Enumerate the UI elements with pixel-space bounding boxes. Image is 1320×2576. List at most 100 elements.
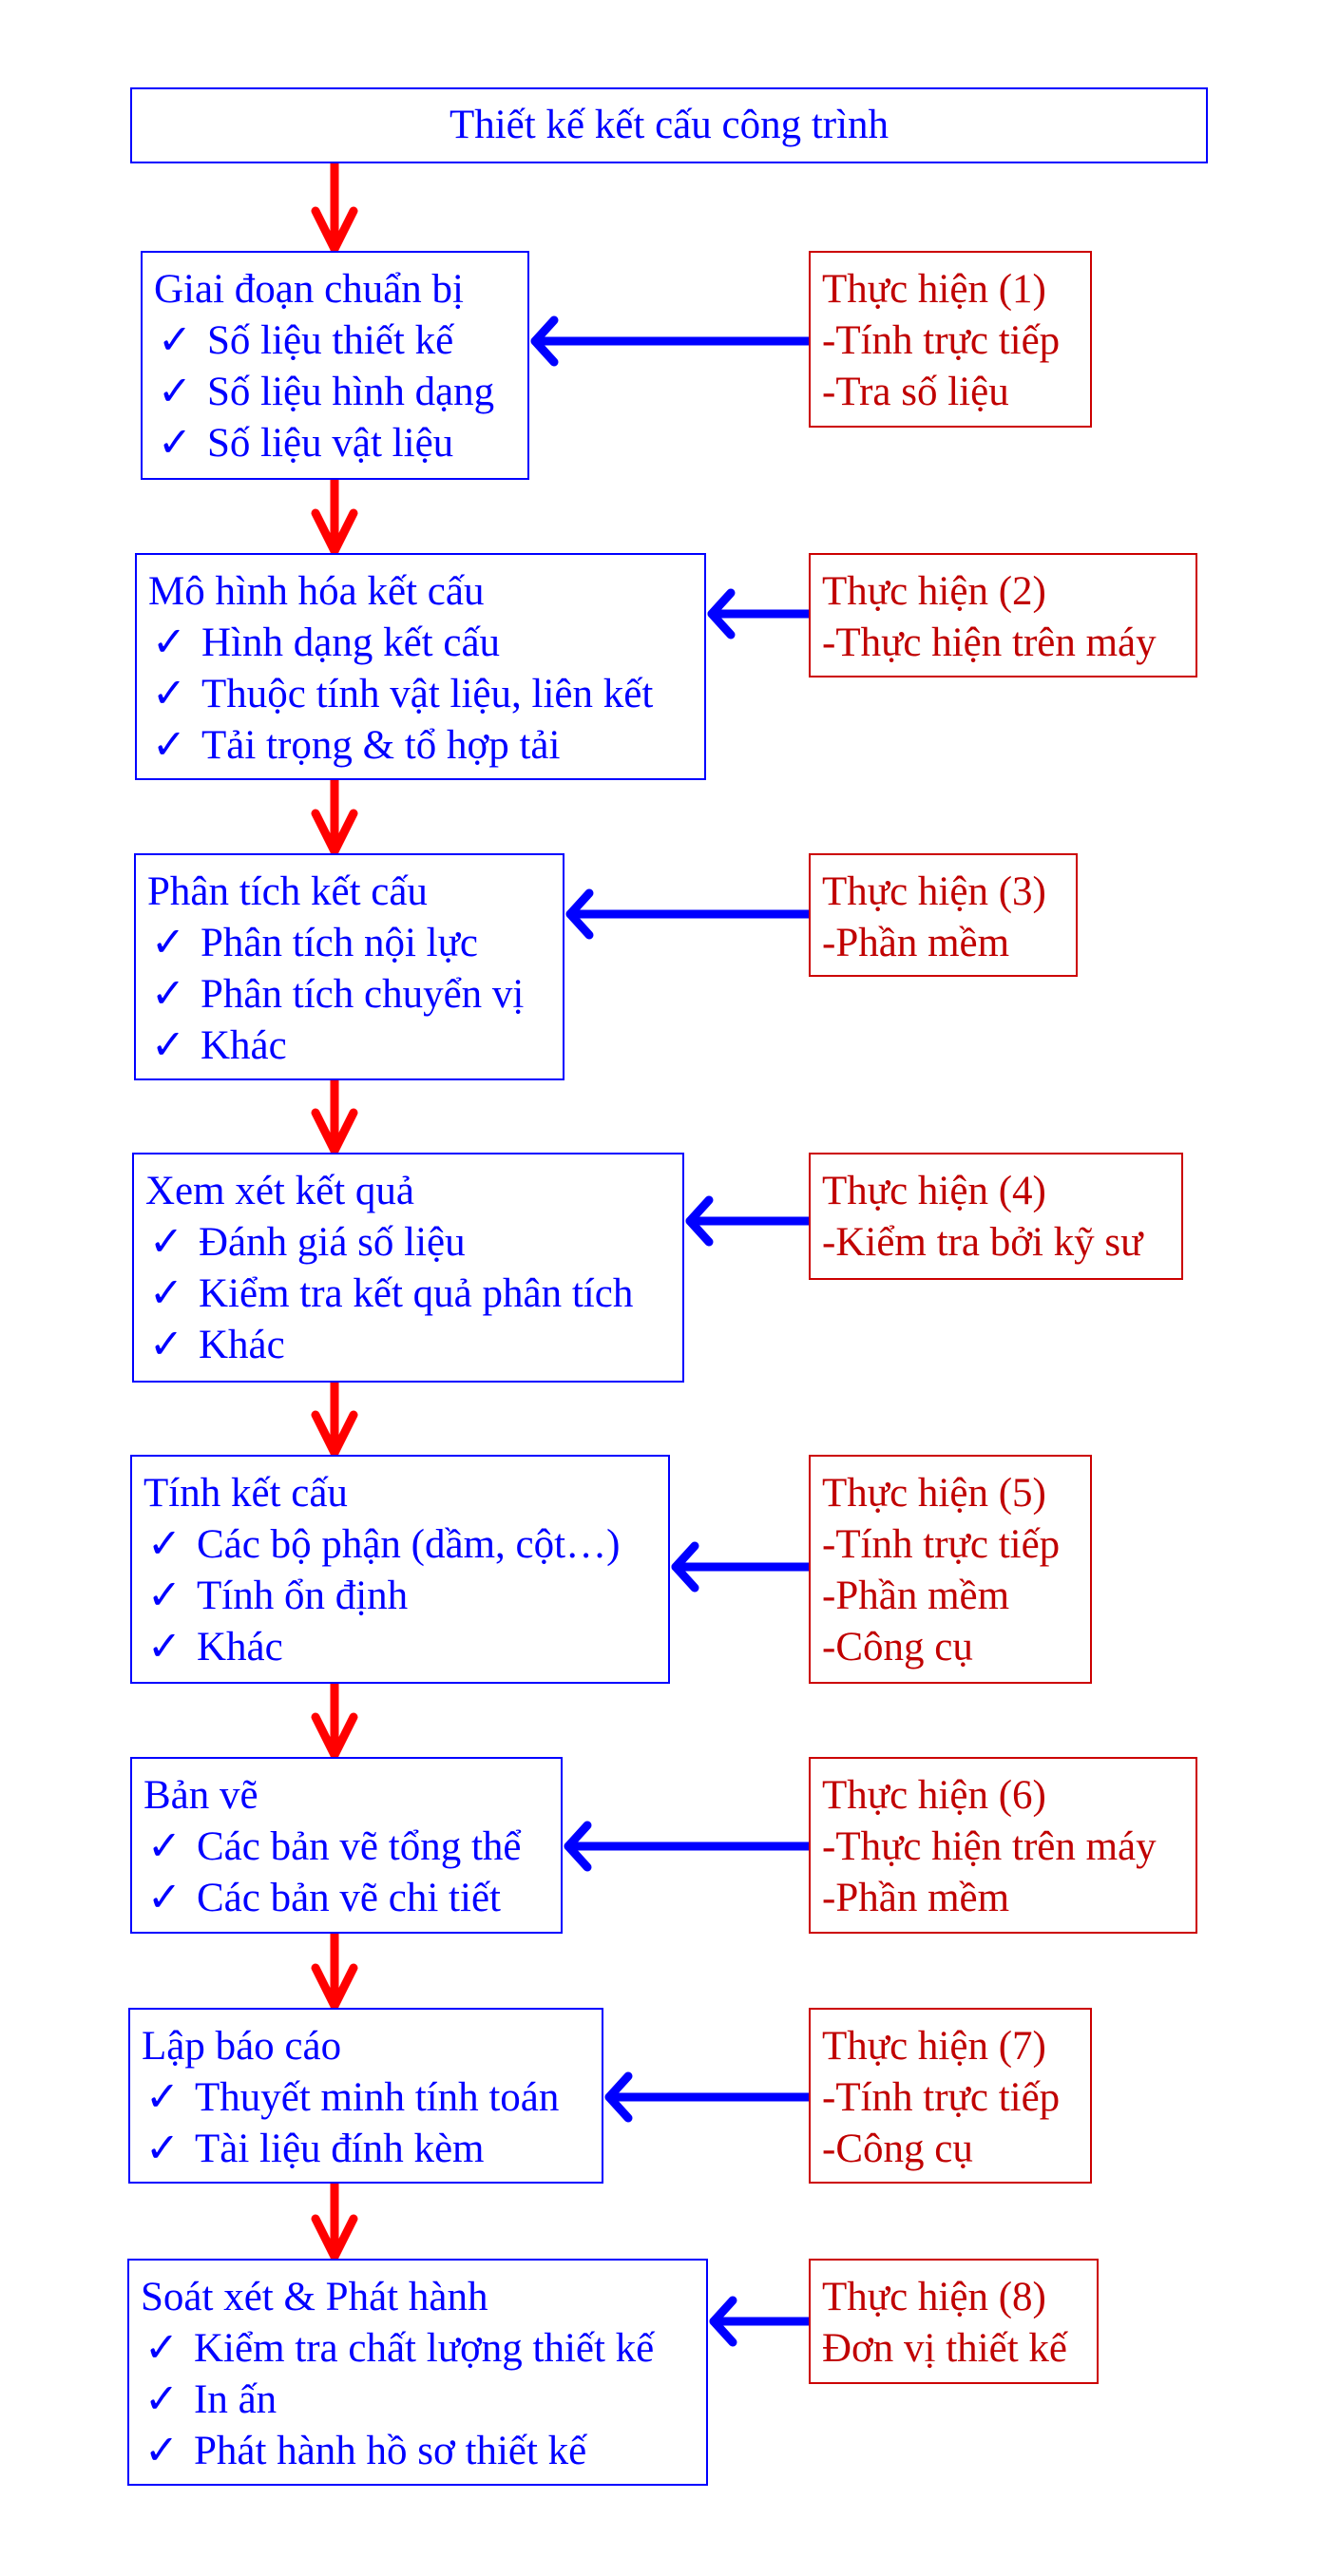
stage-item: ✓ Phân tích nội lực	[147, 918, 563, 969]
stage-box: Giai đoạn chuẩn bị✓Số liệu thiết kế✓Số l…	[141, 251, 529, 480]
stage-item-label: Phân tích chuyển vị	[201, 972, 525, 1017]
execution-heading: Thực hiện (7)	[822, 2024, 1046, 2069]
check-icon: ✓	[147, 1824, 182, 1869]
execution-line: -Tính trực tiếp	[822, 2075, 1061, 2120]
stage-item-label: Thuộc tính vật liệu, liên kết	[201, 672, 654, 716]
link-arrow-head	[685, 1195, 714, 1247]
execution-line: -Kiểm tra bởi kỹ sư	[822, 1220, 1143, 1265]
check-icon: ✓	[149, 1271, 184, 1316]
check-icon: ✓	[145, 2075, 181, 2120]
stage-item-label: Khác	[197, 1625, 283, 1670]
stage-box: Mô hình hóa kết cấu✓Hình dạng kết cấu✓Th…	[135, 553, 706, 780]
stage-item: ✓ Các bản vẽ tổng thể	[143, 1822, 561, 1873]
stage-item: ✓ Kiểm tra chất lượng thiết kế	[141, 2323, 706, 2375]
stage-item: ✓Số liệu hình dạng	[154, 367, 527, 418]
check-icon: ✓	[147, 1574, 182, 1618]
link-arrow-head	[530, 315, 559, 367]
link-arrow-head	[709, 2296, 737, 2347]
stage-item: ✓ Khác	[143, 1622, 668, 1673]
stage-item-label: Khác	[199, 1323, 285, 1367]
stage-item: ✓Tải trọng & tổ hợp tải	[148, 720, 704, 772]
execution-line: -Tra số liệu	[822, 370, 1009, 414]
stage-item: ✓Các bản vẽ chi tiết	[143, 1873, 561, 1924]
execution-box: Thực hiện (7)-Tính trực tiếp-Công cụ	[809, 2008, 1092, 2184]
execution-line: -Tính trực tiếp	[822, 318, 1061, 363]
check-icon: ✓	[144, 2326, 180, 2371]
stage-box: Tính kết cấu ✓ Các bộ phận (dầm, cột…) ✓ Tín…	[130, 1455, 670, 1684]
execution-line: -Tính trực tiếp	[822, 1522, 1061, 1567]
check-icon: ✓	[151, 1023, 186, 1068]
flow-arrow-head	[311, 206, 358, 254]
check-icon: ✓	[151, 972, 186, 1017]
stage-item-label: Kiểm tra kết quả phân tích	[199, 1271, 634, 1316]
check-icon: ✓	[152, 620, 187, 665]
flow-arrow-head	[311, 1108, 358, 1155]
link-arrow-head	[564, 1821, 592, 1872]
execution-line: -Thực hiện trên máy	[822, 620, 1157, 665]
link-arrow-head	[565, 888, 594, 940]
stage-item: ✓ Kiểm tra kết quả phân tích	[145, 1269, 682, 1320]
stage-box: Phân tích kết cấu ✓ Phân tích nội lực ✓ Phân…	[134, 853, 564, 1080]
execution-line: -Phần mềm	[822, 1574, 1010, 1618]
execution-heading: Thực hiện (8)	[822, 2275, 1046, 2319]
stage-item: ✓ Phân tích chuyển vị	[147, 969, 563, 1021]
stage-box: Soát xét & Phát hành✓Kiểm tra chất lượng…	[127, 2259, 708, 2486]
execution-line: -Thực hiện trên máy	[822, 1824, 1157, 1869]
flow-arrow-head	[311, 1410, 358, 1458]
flow-arrow-head	[311, 1963, 358, 2011]
stage-item-label: Kiểm tra chất lượng thiết kế	[194, 2326, 655, 2371]
flow-arrow-head	[311, 1712, 358, 1760]
execution-box: Thực hiện (6)-Thực hiện trên máy-Phần mề…	[809, 1757, 1197, 1934]
flow-arrow-head	[311, 508, 358, 556]
execution-box: Thực hiện (5)-Tính trực tiếp-Phần mềm-Cô…	[809, 1455, 1092, 1684]
check-icon: ✓	[151, 921, 186, 965]
stage-item-label: Tính ổn định	[197, 1574, 409, 1618]
stage-item-label: Khác	[201, 1023, 287, 1068]
diagram-title: Thiết kế kết cấu công trình	[449, 103, 890, 147]
stage-heading: Mô hình hóa kết cấu	[148, 569, 485, 614]
stage-item-label: Các bộ phận (dầm, cột…)	[197, 1522, 621, 1567]
stage-item-label: Phát hành hồ sơ thiết kế	[194, 2429, 587, 2473]
check-icon: ✓	[158, 318, 193, 363]
stage-item: ✓Số liệu thiết kế	[154, 315, 527, 367]
execution-heading: Thực hiện (5)	[822, 1471, 1046, 1516]
stage-item: ✓In ấn	[141, 2375, 706, 2426]
stage-box: Lập báo cáo✓Thuyết minh tính toán✓Tài li…	[128, 2008, 603, 2184]
stage-item: ✓Khác	[145, 1320, 682, 1371]
stage-item: ✓ Tài liệu đính kèm	[142, 2124, 602, 2175]
stage-item-label: Đánh giá số liệu	[199, 1220, 466, 1265]
check-icon: ✓	[144, 2429, 180, 2473]
check-icon: ✓	[152, 723, 187, 768]
stage-item: ✓ Phát hành hồ sơ thiết kế	[141, 2426, 706, 2477]
stage-heading: Phân tích kết cấu	[147, 869, 428, 914]
check-icon: ✓	[152, 672, 187, 716]
stage-item: ✓ Số liệu vật liệu	[154, 418, 527, 469]
execution-line: -Phần mềm	[822, 921, 1010, 965]
stage-item-label: Tài liệu đính kèm	[195, 2127, 485, 2171]
execution-heading: Thực hiện (3)	[822, 869, 1046, 914]
execution-box: Thực hiện (1) -Tính trực tiếp -Tra số liệu	[809, 251, 1092, 428]
execution-heading: Thực hiện (4)	[822, 1169, 1046, 1213]
execution-heading: Thực hiện (2)	[822, 569, 1046, 614]
stage-item-label: Số liệu hình dạng	[207, 370, 495, 414]
check-icon: ✓	[145, 2127, 181, 2171]
stage-box: Bản vẽ ✓ Các bản vẽ tổng thể✓Các bản vẽ ch…	[130, 1757, 563, 1934]
stage-heading: Bản vẽ	[143, 1773, 258, 1818]
stage-item-label: Phân tích nội lực	[201, 921, 479, 965]
stage-item-label: Các bản vẽ tổng thể	[197, 1824, 522, 1869]
stage-item: ✓Hình dạng kết cấu	[148, 618, 704, 669]
stage-item-label: Số liệu vật liệu	[207, 421, 454, 466]
check-icon: ✓	[147, 1625, 182, 1670]
execution-heading: Thực hiện (1)	[822, 267, 1046, 312]
execution-box: Thực hiện (8) Đơn vị thiết kế	[809, 2259, 1099, 2384]
title-box: Thiết kế kết cấu công trình	[130, 87, 1208, 163]
execution-line: Đơn vị thiết kế	[822, 2326, 1067, 2371]
link-arrow-head	[671, 1541, 699, 1593]
execution-box: Thực hiện (3) -Phần mềm	[809, 853, 1078, 977]
check-icon: ✓	[158, 421, 193, 466]
link-arrow-head	[604, 2071, 633, 2123]
stage-heading: Tính kết cấu	[143, 1471, 348, 1516]
flow-arrow-head	[311, 809, 358, 856]
stage-item: ✓Thuyết minh tính toán	[142, 2072, 602, 2124]
